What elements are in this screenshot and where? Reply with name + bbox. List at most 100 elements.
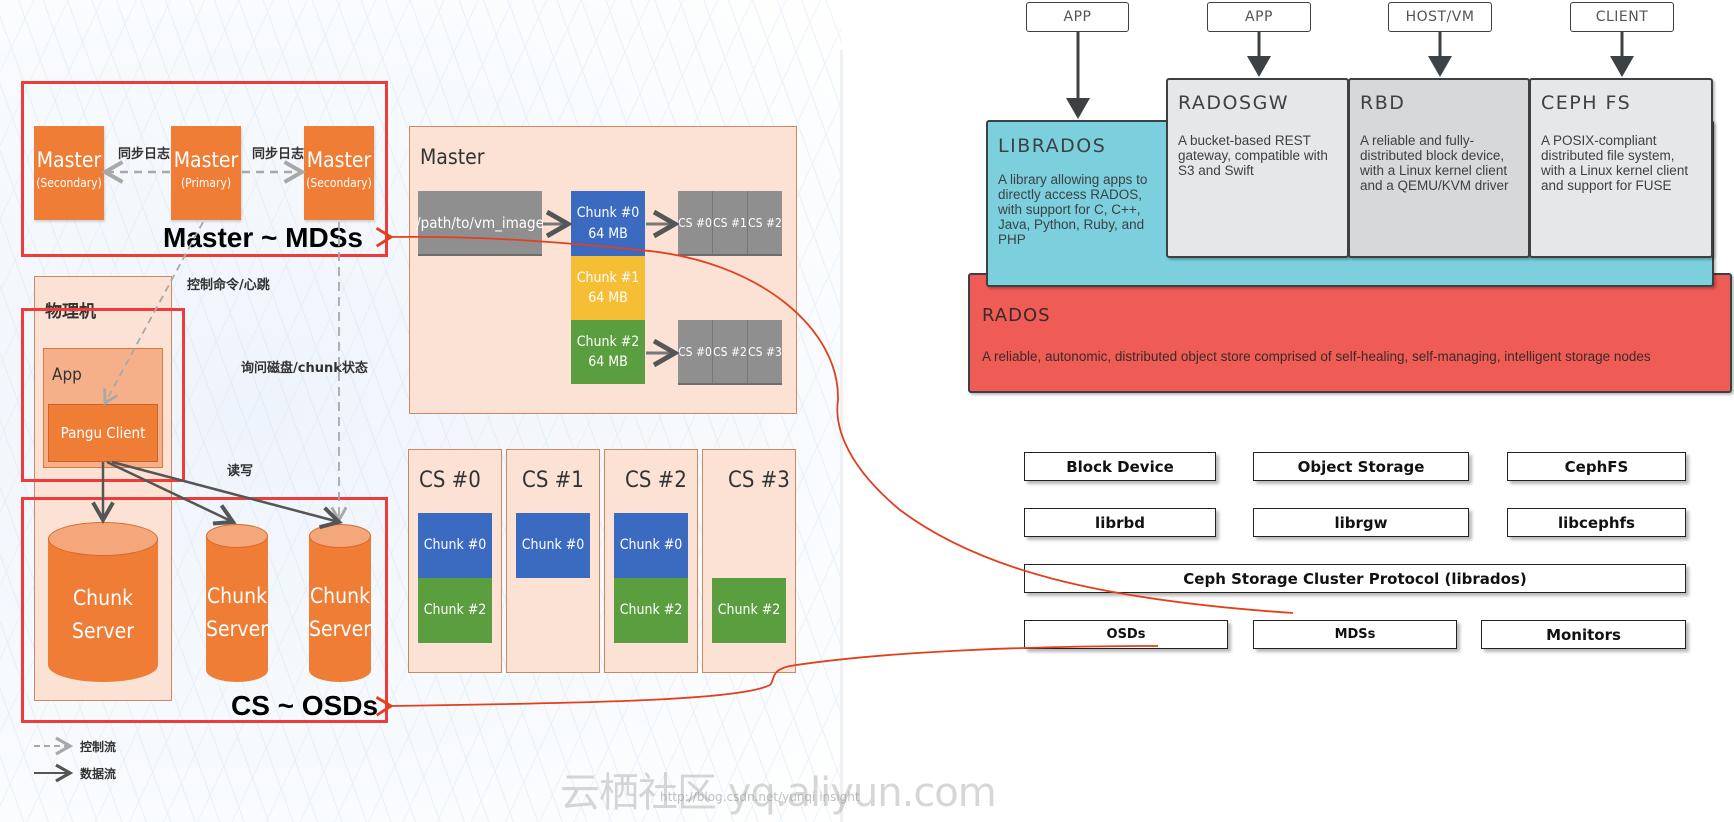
cs-column-1: CS #1 Chunk #0 [506, 449, 600, 673]
cs-title: CS #1 [522, 468, 584, 493]
client-box-host-vm: HOST/VM [1388, 2, 1492, 32]
master-chunk-2: Chunk #2 64 MB [571, 320, 645, 384]
chunk-size: 64 MB [588, 225, 628, 242]
query-disk-status-label: 询问磁盘/chunk状态 [241, 361, 368, 376]
chunk-server-line1: Chunk [72, 586, 134, 610]
chunk-server-line2: Server [309, 616, 371, 641]
client-box-app-1: APP [1026, 2, 1129, 32]
cephfs-title: CEPH FS [1541, 92, 1632, 114]
legend-data-flow: 数据流 [80, 767, 117, 781]
cephfs-desc: A POSIX-compliant distributed file syste… [1541, 133, 1689, 193]
data-flow-arrow-2 [106, 460, 237, 526]
master-title: Master [36, 148, 102, 172]
librados-title: LIBRADOS [998, 135, 1107, 157]
legend-control-flow: 控制流 [80, 740, 117, 754]
cs-title: CS #2 [625, 468, 687, 493]
cylinder-body [309, 536, 371, 670]
client-box-client: CLIENT [1570, 2, 1674, 32]
chunk-size: 64 MB [588, 290, 628, 306]
chunk-server-1: Chunk Server [48, 522, 158, 682]
pangu-client-box: Pangu Client [48, 404, 158, 462]
replica-cell: CS #0 [678, 191, 713, 254]
rbd-layer: RBD A reliable and fully-distributed blo… [1348, 78, 1530, 258]
master-title: Master [306, 148, 372, 172]
cs-chunk-2: Chunk #2 [418, 578, 492, 643]
file-path-box: /path/to/vm_image [416, 191, 544, 254]
master-primary: Master (Primary) [171, 126, 241, 220]
chunk-server-label: Chunk Server [48, 582, 158, 647]
chunk0-replica-list: CS #0 CS #1 CS #2 [678, 191, 782, 254]
chunk-server-line2: Server [72, 618, 134, 643]
control-heartbeat-arrow [103, 221, 204, 406]
master-secondary-left: Master (Secondary) [34, 126, 104, 220]
stack-cephfs: CephFS [1507, 452, 1686, 481]
stack-protocol: Ceph Storage Cluster Protocol (librados) [1024, 564, 1686, 593]
data-flow-arrow-3 [111, 460, 343, 530]
cs-chunk-0: Chunk #0 [516, 513, 590, 578]
cs-chunk-0: Chunk #0 [614, 513, 688, 578]
chunk-name: Chunk #1 [576, 269, 640, 286]
replica-cell: CS #1 [713, 191, 748, 254]
watermark-main: 云栖社区 yq.aliyun.com [560, 770, 997, 816]
master-role: (Secondary) [36, 176, 102, 190]
chunk-server-2: Chunk Server [206, 524, 268, 682]
read-write-label: 读写 [227, 464, 254, 479]
rbd-title: RBD [1360, 92, 1406, 114]
master-role: (Primary) [180, 176, 232, 190]
cephfs-layer: CEPH FS A POSIX-compliant distributed fi… [1529, 78, 1713, 258]
replica-cell: CS #0 [678, 320, 713, 383]
rbd-desc: A reliable and fully-distributed block d… [1360, 133, 1509, 193]
stack-librbd: librbd [1024, 508, 1216, 537]
chunk-server-line1: Chunk [309, 584, 371, 608]
master-panel-title: Master [420, 145, 485, 169]
stack-librgw: librgw [1253, 508, 1469, 537]
master-title: Master [173, 148, 239, 172]
watermark-sub: http://blog.csdn.net/yunqi insight [660, 790, 860, 804]
cs-title: CS #3 [728, 468, 790, 493]
stack-object-storage: Object Storage [1253, 452, 1469, 481]
rados-desc: A reliable, autonomic, distributed objec… [982, 349, 1651, 364]
sync-log-label-right: 同步日志 [252, 147, 305, 162]
mdss-mapping-curve [375, 226, 1294, 614]
chunk-server-line2: Server [206, 616, 268, 641]
stack-block-device: Block Device [1024, 452, 1216, 481]
master-secondary-right: Master (Secondary) [304, 126, 374, 220]
cs-column-0: CS #0 Chunk #0 Chunk #2 [408, 449, 502, 673]
cylinder-top [206, 524, 268, 548]
replica-cell: CS #3 [748, 320, 782, 383]
cs-title: CS #0 [419, 468, 481, 493]
chunk-server-3: Chunk Server [309, 524, 371, 682]
chunk-name: Chunk #0 [576, 205, 640, 222]
rados-layer: RADOS A reliable, autonomic, distributed… [968, 273, 1732, 393]
replica-cell: CS #2 [748, 191, 782, 254]
chunk2-replica-list: CS #0 CS #2 CS #3 [678, 320, 782, 383]
stack-libcephfs: libcephfs [1507, 508, 1686, 537]
chunk-server-label: Chunk Server [206, 580, 268, 645]
master-chunk-1: Chunk #1 64 MB [571, 256, 645, 320]
client-box-app-2: APP [1207, 2, 1311, 32]
sync-log-label-left: 同步日志 [118, 147, 171, 162]
chunk-size: 64 MB [588, 354, 628, 370]
physical-machine-label: 物理机 [45, 302, 96, 322]
chunk-server-line1: Chunk [206, 584, 268, 608]
radosgw-desc: A bucket-based REST gateway, compatible … [1178, 133, 1328, 178]
chunk-server-label: Chunk Server [309, 580, 371, 645]
control-heartbeat-label: 控制命令/心跳 [187, 278, 270, 293]
app-label: App [52, 365, 82, 385]
master-mds-frame [21, 81, 388, 257]
master-mds-label: Master ~ MDSs [163, 222, 363, 253]
librados-desc: A library allowing apps to directly acce… [998, 172, 1148, 247]
stack-osds: OSDs [1024, 620, 1228, 649]
cylinder-body [206, 536, 268, 670]
cs-column-3: CS #3 Chunk #2 [702, 449, 796, 673]
osds-mapping-curve [375, 645, 1159, 717]
cs-chunk-0: Chunk #0 [418, 513, 492, 578]
cs-column-2: CS #2 Chunk #0 Chunk #2 [604, 449, 698, 673]
cylinder-body [48, 539, 158, 665]
rados-title: RADOS [982, 305, 1051, 326]
master-role: (Secondary) [306, 176, 372, 190]
stack-monitors: Monitors [1481, 620, 1686, 649]
chunk-name: Chunk #2 [576, 333, 640, 350]
cs-chunk-2: Chunk #2 [614, 578, 688, 643]
